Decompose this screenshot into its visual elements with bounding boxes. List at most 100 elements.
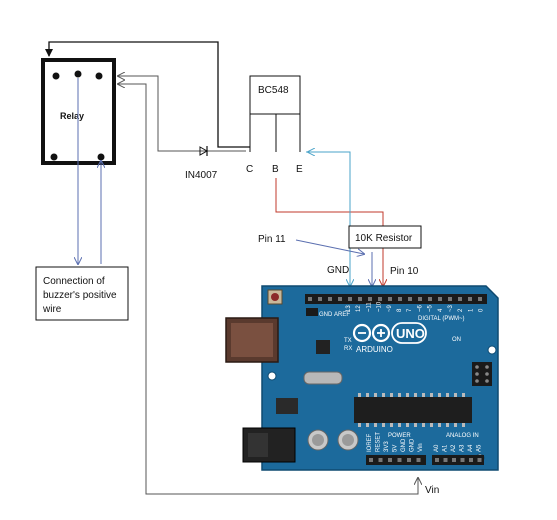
bottom-header-holes [369, 458, 482, 462]
digital-pin-label: ~6 [417, 304, 423, 312]
header-hole [478, 297, 482, 301]
chip-leg [414, 423, 417, 427]
chip-leg [358, 423, 361, 427]
icsp-header [472, 362, 492, 386]
transistor-body [249, 75, 301, 115]
usb-connector-face [231, 323, 273, 357]
header-hole [460, 458, 465, 462]
header-hole [407, 458, 411, 462]
diode-symbol [199, 146, 209, 156]
chip-leg [366, 423, 369, 427]
header-hole [397, 458, 402, 462]
on-label: ON [452, 337, 461, 343]
buzzer-line-3: wire [42, 304, 62, 315]
dc-jack-face [248, 433, 268, 457]
digital-pin-label: 13 [346, 305, 352, 312]
digital-pin-label: 7 [407, 308, 413, 312]
header-hole [477, 458, 482, 462]
header-hole [418, 297, 422, 301]
header-hole [458, 297, 462, 301]
chip-leg [374, 423, 377, 427]
relay-terminal [97, 153, 105, 161]
header-hole [368, 297, 372, 301]
wire-base-to-resistor [275, 178, 384, 226]
header-hole [398, 297, 402, 301]
vin-label: Vin [425, 485, 439, 496]
power-pin-label: RESET [376, 432, 382, 452]
digital-label: DIGITAL (PWM~) [418, 316, 465, 322]
icsp-header-small [306, 308, 318, 316]
chip-leg [422, 393, 425, 397]
atmega-chip [354, 397, 472, 423]
pin-c-label: C [246, 164, 253, 175]
digital-pin-label: ~5 [428, 304, 434, 312]
header-hole [348, 297, 352, 301]
digital-header-holes [308, 297, 482, 301]
chip-leg [374, 393, 377, 397]
uno-logo-text: UNO [396, 326, 425, 341]
chip-leg [438, 423, 441, 427]
chip-leg [462, 423, 465, 427]
diode-label: IN4007 [185, 170, 218, 181]
chip-leg [430, 393, 433, 397]
buzzer-box [35, 266, 129, 321]
digital-pin-label: ~9 [387, 304, 393, 312]
header-hole [378, 297, 382, 301]
analog-pin-label: A1 [443, 444, 449, 452]
analog-header [432, 455, 484, 465]
tx-label: TX [344, 338, 352, 344]
header-hole [452, 458, 456, 462]
digital-pin-label: 0 [479, 308, 485, 312]
board-gnd-label: GND [319, 312, 333, 318]
header-hole [416, 458, 421, 462]
power-pin-label: 3V3 [384, 441, 390, 452]
resistor-label: 10K Resistor [355, 233, 413, 244]
logo-infinity-left [352, 323, 372, 343]
power-pin-label: GND [401, 438, 407, 452]
resistor-body [348, 225, 422, 249]
resistor-10k: 10K Resistor [348, 225, 422, 249]
chip-leg [382, 393, 385, 397]
chip-leg [430, 423, 433, 427]
header-hole [358, 297, 362, 301]
relay-terminal [95, 72, 103, 80]
header-hole [388, 297, 392, 301]
relay-terminal [52, 72, 60, 80]
chip-leg [414, 393, 417, 397]
arduino-logo: UNO ARDUINO [352, 322, 427, 354]
header-hole [438, 297, 442, 301]
analog-pin-label: A2 [451, 444, 457, 452]
chip-leg [398, 393, 401, 397]
logo-infinity-right [371, 323, 391, 343]
buzzer-line-2: buzzer's positive [43, 290, 117, 301]
power-pin-label: Vin [418, 443, 424, 452]
arduino-name: ARDUINO [356, 345, 393, 354]
power-pin-label: 5V [393, 445, 399, 452]
digital-pin-label: ~10 [377, 301, 383, 312]
header-hole [469, 458, 473, 462]
chip-leg [462, 393, 465, 397]
voltage-regulator [276, 398, 298, 414]
analog-pin-label: A0 [434, 444, 440, 452]
header-hole [428, 297, 432, 301]
pin11-pointer [295, 239, 364, 254]
atmega-chip-legs [358, 393, 465, 427]
digital-pin-label: ~3 [448, 304, 454, 312]
power-label: POWER [388, 433, 411, 439]
chip-leg [446, 423, 449, 427]
header-hole [328, 297, 332, 301]
buzzer-connection: Connection of buzzer's positive wire [35, 266, 129, 321]
chip-leg [398, 423, 401, 427]
digital-pin-label: 12 [356, 305, 362, 312]
header-hole [468, 297, 472, 301]
chip-leg [454, 423, 457, 427]
pin-e-label: E [296, 164, 303, 175]
chip-leg [422, 423, 425, 427]
power-pin-label: IOREF [367, 433, 373, 452]
header-hole [435, 458, 439, 462]
gnd-label: GND [327, 265, 349, 276]
header-hole [443, 458, 448, 462]
chip-leg [366, 393, 369, 397]
pin11-label: Pin 11 [258, 234, 286, 245]
